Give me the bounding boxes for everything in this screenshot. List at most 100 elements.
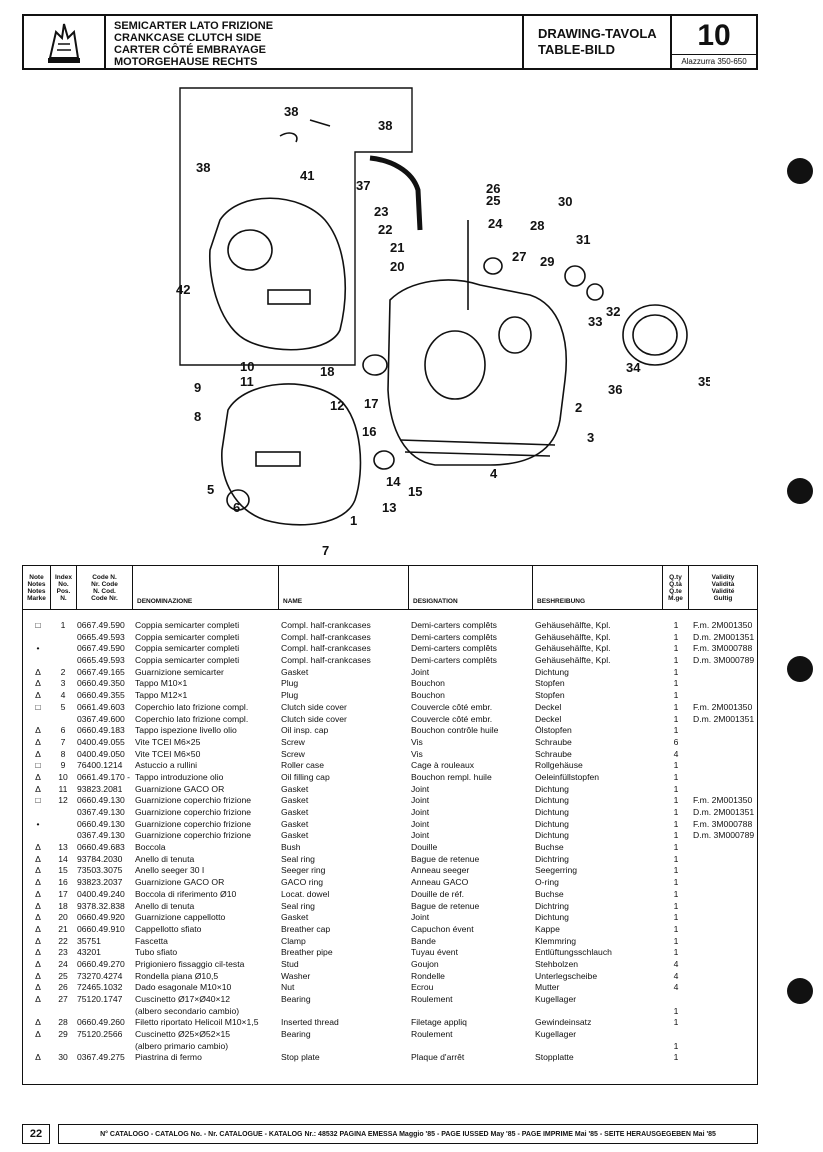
cell-qty: 4 — [673, 982, 679, 993]
cell-code: 0661.49.170 - — [77, 771, 131, 782]
cell-note: • — [36, 643, 40, 654]
cell-code: 0400.49.055 — [77, 736, 125, 747]
table-row: (albero primario cambio)1 — [23, 1041, 757, 1053]
cell-code: 43201 — [77, 947, 101, 958]
cell-name: Gasket — [281, 795, 309, 806]
cell-den: Dado esagonale M10×10 — [135, 982, 232, 993]
cell-qty: 1 — [673, 690, 679, 701]
callout-10: 10 — [240, 359, 254, 374]
cell-des: Filetage appliq — [411, 1017, 467, 1028]
cell-den: Boccola — [135, 842, 166, 853]
cell-name: Oil insp. cap — [281, 725, 329, 736]
cell-den: Rondella piana Ø10,5 — [135, 970, 219, 981]
cell-name: Bearing — [281, 994, 311, 1004]
cell-des: Roulement — [411, 1029, 453, 1040]
cell-besch: Dichtung — [535, 795, 569, 806]
cell-qty: 1 — [673, 842, 679, 853]
col-beschreibung: BESHREIBUNG — [533, 566, 663, 610]
col-designation: DESIGNATION — [409, 566, 533, 610]
cell-note: Δ — [35, 1029, 41, 1040]
cell-qty: 1 — [673, 865, 679, 876]
cell-code: 0661.49.603 — [77, 701, 125, 712]
cell-note: Δ — [35, 690, 41, 701]
cell-qty: 1 — [673, 631, 679, 642]
cell-code: 0660.49.130 — [77, 795, 125, 806]
cell-qty: 1 — [673, 935, 679, 946]
cell-name: Locat. dowel — [281, 888, 330, 899]
callout-38-left: 38 — [196, 160, 210, 175]
cell-den: Tappo ispezione livello olio — [135, 725, 237, 736]
cell-code: 0367.49.600 — [77, 713, 125, 724]
cell-besch: Deckel — [535, 701, 562, 712]
cell-qty: 1 — [673, 853, 679, 864]
cell-val: F.m. 3M000788 — [693, 818, 753, 829]
cell-den: Tubo sfiato — [135, 947, 178, 958]
table-row: (albero secondario cambio)1 — [23, 1006, 757, 1018]
section-titles: SEMICARTER LATO FRIZIONE CRANKCASE CLUTC… — [106, 16, 524, 68]
cell-idx: 22 — [58, 935, 68, 946]
cell-den: Tappo M12×1 — [135, 690, 188, 701]
cell-name: Seeger ring — [281, 865, 326, 876]
cell-besch: Gehäusehälfte, Kpl. — [535, 631, 611, 642]
cell-name: Compl. half-crankcases — [281, 643, 371, 654]
cell-des: Goujon — [411, 958, 439, 969]
cell-des: Couvercle côté embr. — [411, 701, 493, 712]
cell-note: Δ — [35, 958, 41, 969]
callout-2: 2 — [575, 400, 582, 415]
callout-labels: 1 2 3 4 5 6 7 8 9 10 11 12 13 14 15 16 1… — [176, 104, 710, 558]
cell-code: 0660.49.920 — [77, 912, 125, 923]
cell-code: 0667.49.590 — [77, 643, 125, 654]
cell-name: Stop plate — [281, 1052, 320, 1063]
cell-val: D.m. 3M000789 — [693, 655, 755, 666]
cell-idx: 4 — [60, 690, 66, 701]
cell-name: Gasket — [281, 830, 309, 841]
callout-6: 6 — [233, 500, 240, 515]
cell-den: Tappo introduzione olio — [135, 771, 224, 782]
callout-5: 5 — [207, 482, 214, 497]
callout-35: 35 — [698, 374, 710, 389]
cell-des: Bouchon — [411, 690, 445, 701]
cell-den: Guarnizione GACO OR — [135, 877, 225, 888]
callout-37: 37 — [356, 178, 370, 193]
cell-den: Boccola di riferimento Ø10 — [135, 888, 237, 899]
cell-den: Coppia semicarter completi — [135, 631, 240, 642]
cell-des: Bouchon — [411, 678, 445, 689]
cell-idx: 30 — [58, 1052, 68, 1063]
drawing-label-line1: DRAWING-TAVOLA — [538, 26, 657, 41]
cell-den: Prigioniero fissaggio cil-testa — [135, 958, 245, 969]
cell-den: Fascetta — [135, 935, 168, 946]
cell-note: Δ — [35, 748, 41, 759]
cell-note: Δ — [35, 970, 41, 981]
cell-des: Plaque d'arrêt — [411, 1052, 465, 1063]
cell-name: Seal ring — [281, 900, 315, 911]
inset-frame — [179, 87, 413, 366]
cell-den: Guarnizione GACO OR — [135, 783, 225, 794]
cell-des: Vis — [411, 736, 423, 747]
title-german: MOTORGEHAUSE RECHTS — [114, 56, 258, 68]
cell-den: Guarnizione coperchio frizione — [135, 795, 252, 806]
cell-note: Δ — [35, 935, 41, 946]
cell-den: Astuccio a rullini — [135, 760, 198, 771]
cell-des: Joint — [411, 830, 430, 841]
cell-name: Inserted thread — [281, 1017, 339, 1028]
binder-hole — [787, 158, 813, 184]
cell-besch: Gehäusehälfte, Kpl. — [535, 655, 611, 666]
cell-qty: 1 — [673, 783, 679, 794]
crankcase-outline — [387, 279, 568, 466]
cell-code: 0665.49.593 — [77, 655, 125, 666]
cell-code: 0660.49.683 — [77, 842, 125, 853]
cell-des: Joint — [411, 912, 430, 923]
cell-val: F.m. 2M001350 — [693, 701, 753, 712]
cell-besch: Kugellager — [535, 994, 577, 1004]
cell-val: F.m. 2M001350 — [693, 620, 753, 630]
cell-qty: 1 — [673, 923, 679, 934]
callout-26: 26 — [486, 181, 500, 196]
